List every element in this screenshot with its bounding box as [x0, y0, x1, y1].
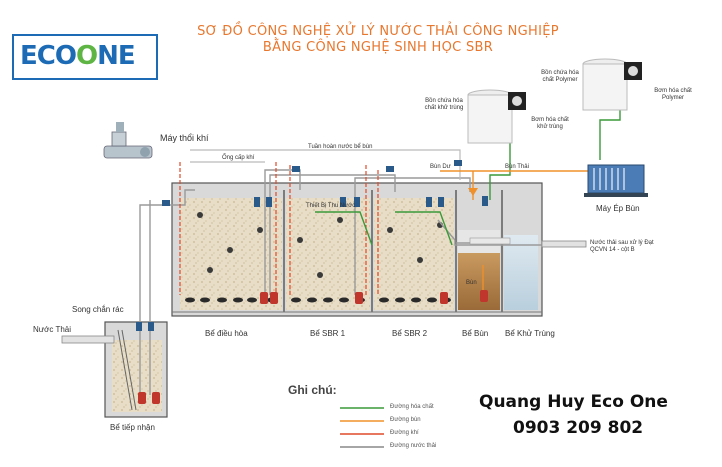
- sludge-line-label: Bùn Dư: [430, 164, 451, 170]
- chemical-tank-right-icon: [582, 58, 628, 111]
- chem-pump-left-label: Bơm hóa chất khử trùng: [531, 117, 569, 130]
- sludge-basin: [458, 253, 500, 310]
- air-lines: [179, 162, 379, 295]
- tank-sbr2-label: Bể SBR 2: [392, 329, 428, 338]
- dosing-pump-left-icon: [508, 92, 526, 110]
- tank-sbr1-label: Bể SBR 1: [310, 329, 346, 338]
- legend-item-air: Đường khí: [390, 430, 419, 436]
- recirc-label: Tuần hoàn nước bể bùn: [308, 144, 373, 150]
- tank-sludge-label: Bể Bùn: [462, 329, 489, 338]
- chem-tank-right-label: Bồn chứa hóa chất Polymer: [541, 70, 579, 83]
- sludge-tank-label: Bùn: [466, 280, 477, 286]
- air-blower-icon: [103, 122, 153, 159]
- air-pipe-label: Ống cấp khí: [222, 155, 255, 161]
- diagram-title: SƠ ĐỒ CÔNG NGHỆ XỬ LÝ NƯỚC THẢI CÔNG NGH…: [197, 24, 559, 39]
- outlet-label: Nước thải sau xử lý Đạt QCVN 14 - cột B: [590, 240, 654, 253]
- disinfection-basin: [504, 235, 538, 310]
- submersible-pumps: [138, 290, 488, 404]
- decanter-label: Thiết Bị Thu Nước: [306, 203, 356, 209]
- logo-text: ECOONE: [20, 41, 136, 71]
- chem-tank-left-label: Bồn chứa hóa chất khử trùng: [424, 98, 464, 111]
- ecoone-logo: ECOONE: [12, 34, 158, 80]
- valves: [136, 160, 488, 331]
- screen-label: Song chắn rác: [72, 305, 124, 314]
- legend-lines: [340, 407, 384, 448]
- tank-receiving-label: Bể tiếp nhận: [110, 423, 155, 432]
- inlet-label: Nước Thải: [33, 325, 72, 334]
- blower-label: Máy thổi khí: [160, 133, 209, 143]
- wastewater-lines: [139, 169, 580, 395]
- legend-title: Ghi chú:: [288, 383, 337, 397]
- chemical-tank-left-icon: [467, 89, 513, 144]
- bar-screen: [117, 329, 133, 411]
- company-name: Quang Huy Eco One: [479, 392, 668, 412]
- diagram-subtitle: BẰNG CÔNG NGHỆ SINH HỌC SBR: [262, 40, 494, 55]
- press-label: Máy Ép Bùn: [596, 204, 640, 213]
- dosing-pump-right-icon: [624, 62, 642, 80]
- legend-item-chemical: Đường hóa chất: [390, 404, 434, 410]
- company-phone: 0903 209 802: [513, 418, 644, 438]
- tank-equalization-label: Bể điều hòa: [205, 329, 248, 338]
- legend-item-sludge: Đường bùn: [390, 417, 421, 423]
- sbr1-basin: [286, 198, 370, 310]
- sbr2-basin: [374, 198, 454, 310]
- legend-item-wastewater: Đường nước thải: [390, 443, 437, 449]
- inlet-pipe: [61, 335, 115, 344]
- sludge-line2-label: Bùn Thải: [505, 164, 529, 170]
- tank-disinfection-label: Bể Khử Trùng: [505, 329, 555, 338]
- chem-pump-right-label: Bơm hóa chất Polymer: [654, 88, 692, 101]
- outlet-pipe: [541, 240, 587, 248]
- filter-press-icon: [584, 164, 648, 197]
